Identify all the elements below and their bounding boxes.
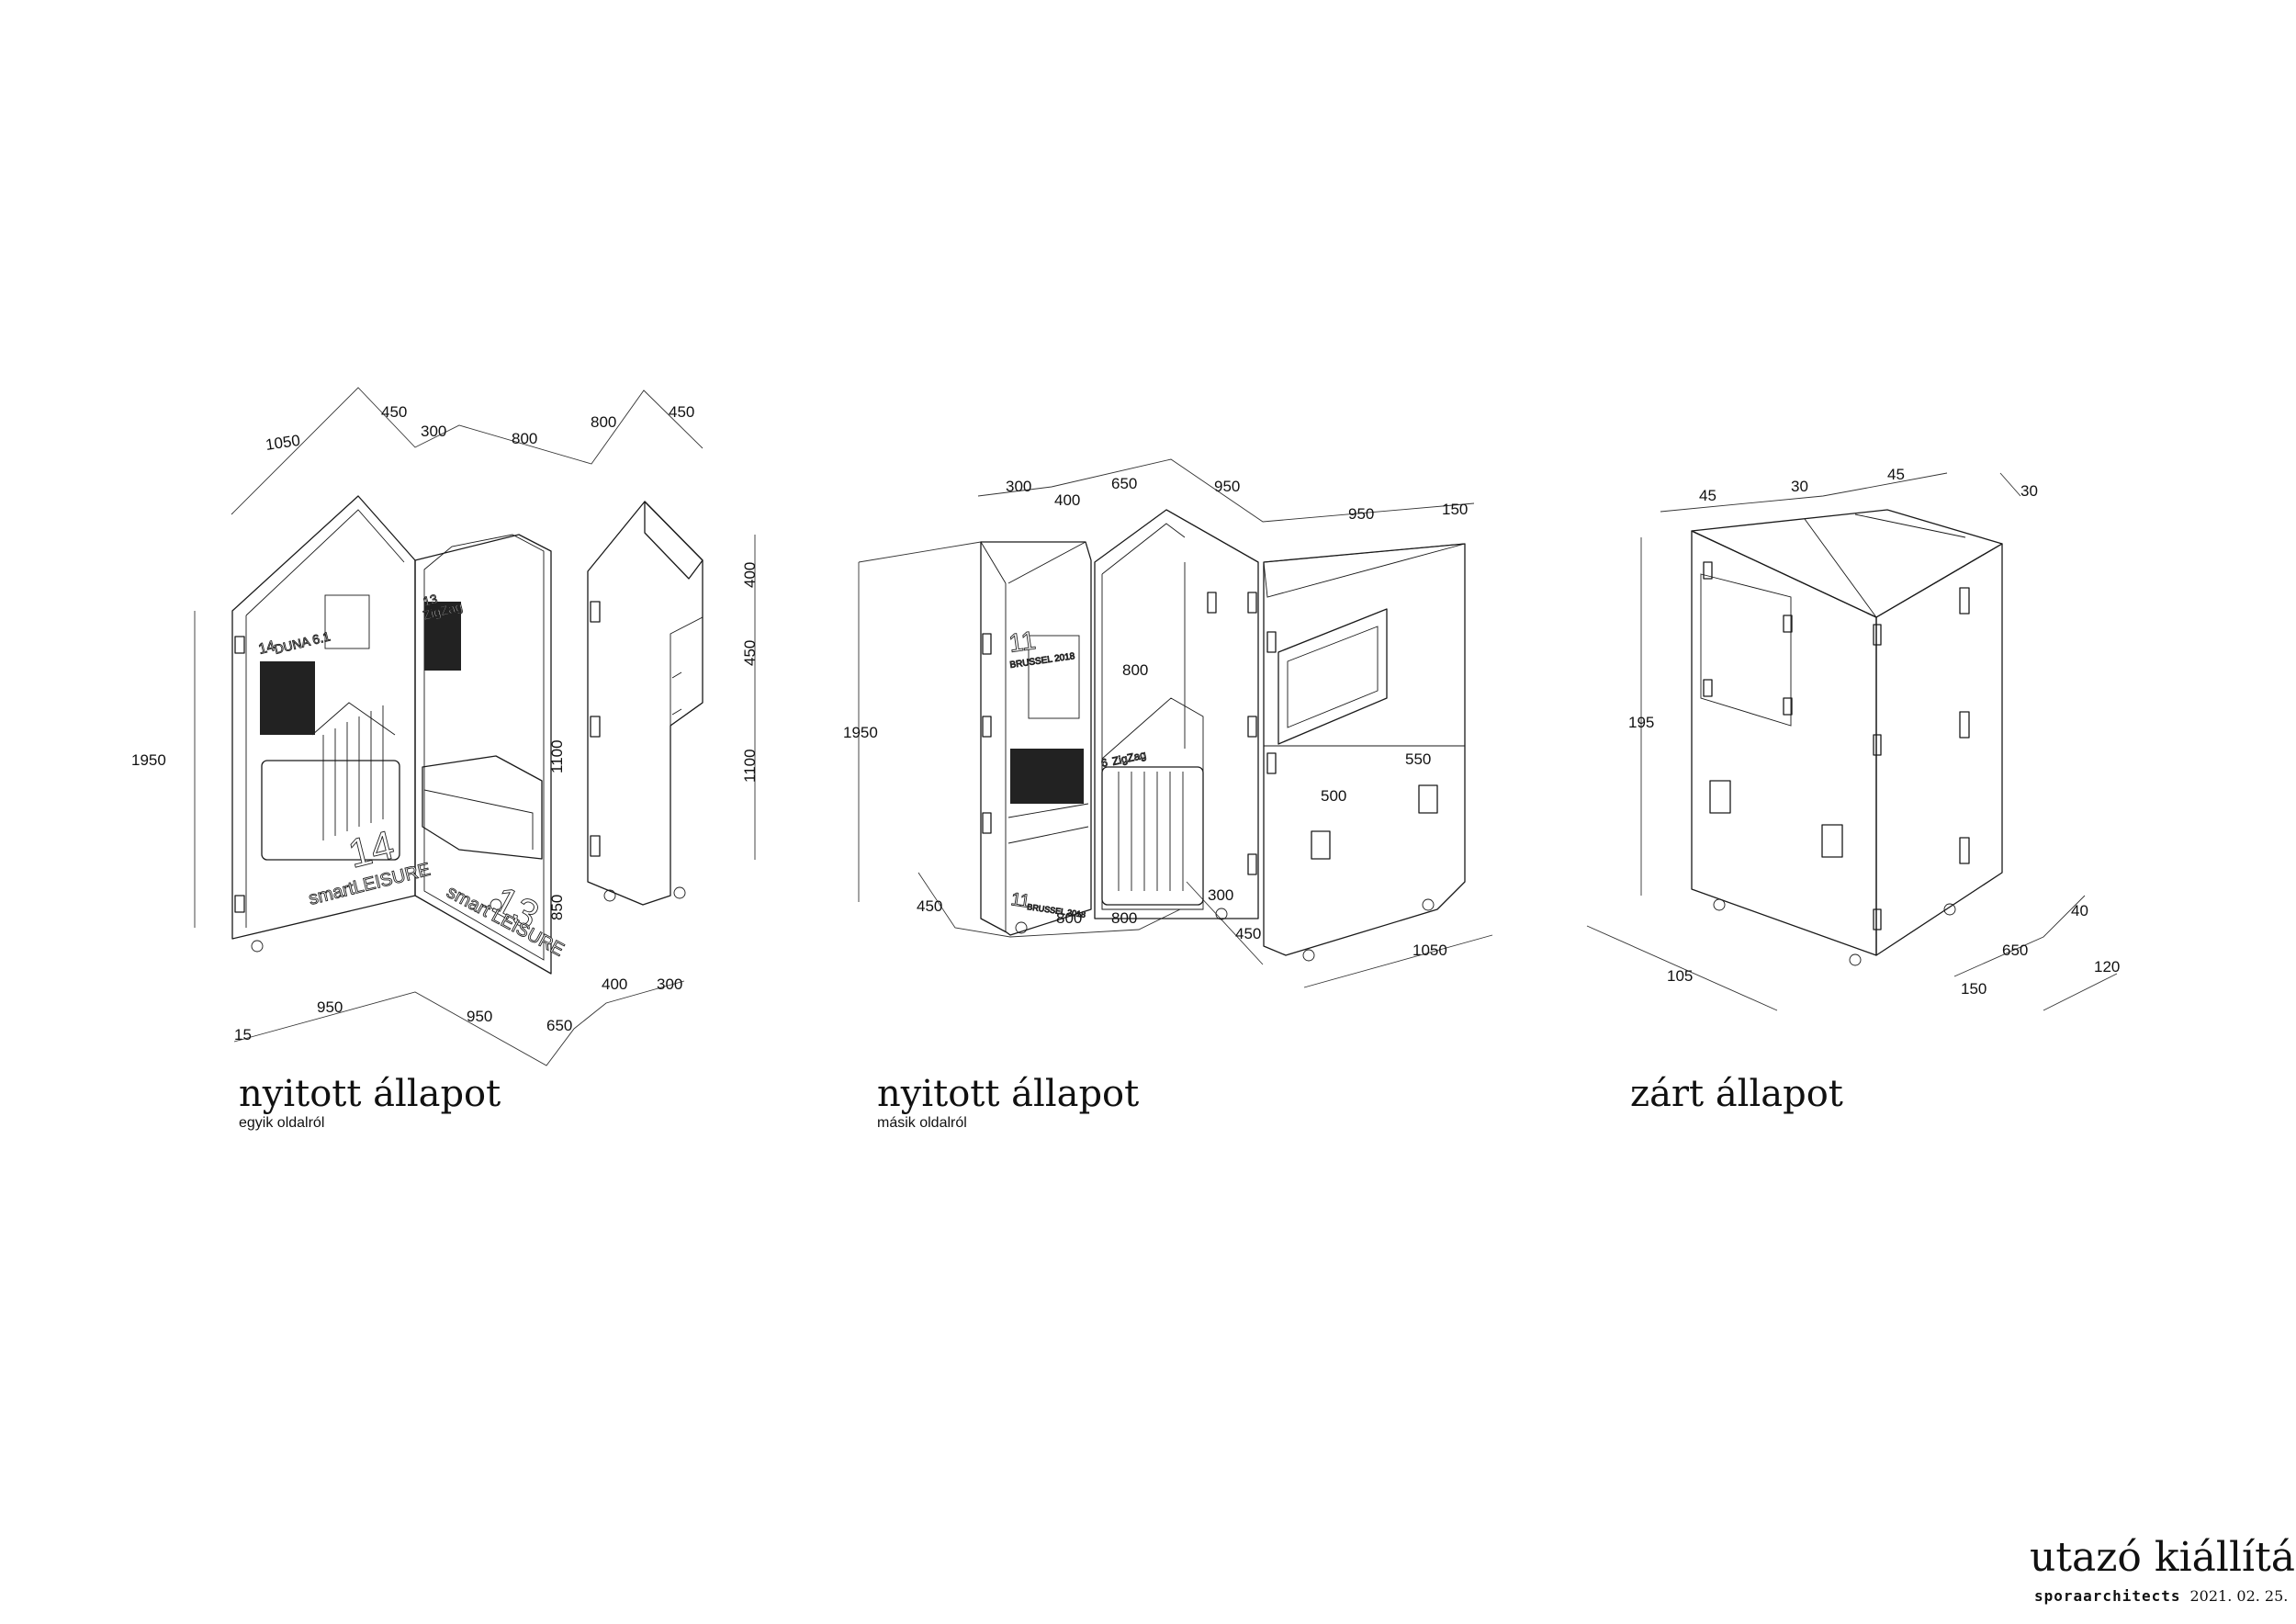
closed-side-face: [1875, 543, 2003, 956]
dimension-labels-b: 300 400 650 950 950 150 1950 800 550 500…: [843, 475, 1468, 959]
dim-label: 150: [1442, 501, 1468, 518]
dim-label: 1100: [548, 739, 566, 773]
dim-label: 800: [1122, 661, 1148, 679]
drawing-closed: 45 30 45 30 195 40 650 120 105 150: [1586, 466, 2120, 1011]
right-panel-a: [587, 501, 703, 906]
dim-label: 950: [1348, 505, 1374, 523]
left-wing-b: [980, 541, 1092, 936]
dim-label: 195: [1628, 714, 1654, 731]
caption-open-side-b: nyitott állapot másik oldalról: [877, 1073, 1139, 1132]
dim-label: 400: [602, 976, 627, 993]
caption-title: nyitott állapot: [877, 1073, 1140, 1115]
dim-label: 1950: [131, 751, 166, 769]
dim-label: 300: [657, 976, 682, 993]
dim-label: 650: [2002, 942, 2028, 959]
dim-label: 950: [467, 1008, 492, 1025]
middle-panel-a: [414, 534, 552, 975]
panel-number-large: 11: [1007, 626, 1038, 658]
project-title: utazó kiállítás: [2030, 1534, 2296, 1581]
dimension-labels-c: 45 30 45 30 195 40 650 120 105 150: [1628, 466, 2120, 998]
dim-label: 15: [234, 1026, 252, 1043]
dimension-lines-b: [858, 458, 1493, 988]
drawing-open-side-a: 1050 450 300 800 800 450 1950 400 450 11…: [131, 387, 759, 1066]
drawing-date: 2021. 02. 25.: [2189, 1587, 2289, 1605]
title-block-footer: sporaarchitects 2021. 02. 25.: [2034, 1587, 2288, 1606]
dim-label: 800: [1111, 909, 1137, 927]
dim-label: 45: [1699, 487, 1716, 504]
dim-label: 450: [1235, 925, 1261, 942]
dim-label: 450: [741, 640, 759, 666]
dim-label: 30: [1791, 478, 1808, 495]
dim-label: 450: [381, 403, 407, 421]
dim-label: 300: [421, 423, 446, 440]
dim-label: 400: [741, 562, 759, 588]
dim-label: 650: [546, 1017, 572, 1034]
dimension-labels-a: 1050 450 300 800 800 450 1950 400 450 11…: [131, 403, 759, 1043]
panel-number-large: 14: [344, 822, 399, 876]
dim-label: 40: [2071, 902, 2088, 919]
caption-subtitle: egyik oldalról: [239, 1115, 325, 1131]
dim-label: 1050: [1412, 942, 1447, 959]
panel-lettering-a: 14 DUNA 6.1 14 smartLEISURE 13 ZigZag 13…: [256, 591, 568, 961]
drawing-open-side-b: 300 400 650 950 950 150 1950 800 550 500…: [843, 458, 1493, 988]
middle-panel-b: [1094, 509, 1259, 920]
dim-label: 850: [548, 895, 566, 920]
dim-label: 450: [669, 403, 694, 421]
dim-label: 650: [1111, 475, 1137, 492]
panel-name: DUNA 6.1: [273, 628, 332, 657]
dim-label: 300: [1208, 886, 1233, 904]
dim-label: 800: [591, 413, 616, 431]
dim-label: 950: [317, 998, 343, 1016]
dim-label: 300: [1006, 478, 1031, 495]
dim-label: 45: [1887, 466, 1905, 483]
dim-label: 1950: [843, 724, 878, 741]
caption-closed: zárt állapot: [1630, 1073, 1843, 1115]
caption-open-side-a: nyitott állapot egyik oldalról: [239, 1073, 501, 1132]
dim-label: 800: [512, 430, 537, 447]
dim-label: 400: [1054, 491, 1080, 509]
closed-front-face: [1691, 530, 1877, 956]
dim-label: 1100: [741, 749, 759, 783]
dim-label: 105: [1667, 967, 1693, 985]
right-panel-b: [1263, 543, 1466, 962]
dim-label: 120: [2094, 958, 2120, 976]
dim-label: 800: [1056, 909, 1082, 927]
studio-name: sporaarchitects: [2034, 1587, 2181, 1605]
dimension-lines-c: [1586, 472, 2118, 1011]
dim-label: 500: [1321, 787, 1346, 805]
panel-number: 6: [1100, 756, 1109, 770]
caption-subtitle: másik oldalról: [877, 1115, 967, 1131]
closed-top: [1691, 509, 2003, 618]
caption-title: zárt állapot: [1630, 1073, 1843, 1115]
panel-number-large: 11: [1009, 889, 1031, 912]
panel-number: 14: [257, 638, 276, 658]
dim-label: 550: [1405, 750, 1431, 768]
dim-label: 450: [917, 897, 942, 915]
dim-label: 30: [2020, 482, 2038, 500]
panel-number: 13: [422, 592, 439, 609]
dim-label: 150: [1961, 980, 1986, 998]
caption-title: nyitott állapot: [239, 1073, 501, 1115]
panel-name: ZigZag: [1111, 748, 1147, 767]
dim-label: 950: [1214, 478, 1240, 495]
